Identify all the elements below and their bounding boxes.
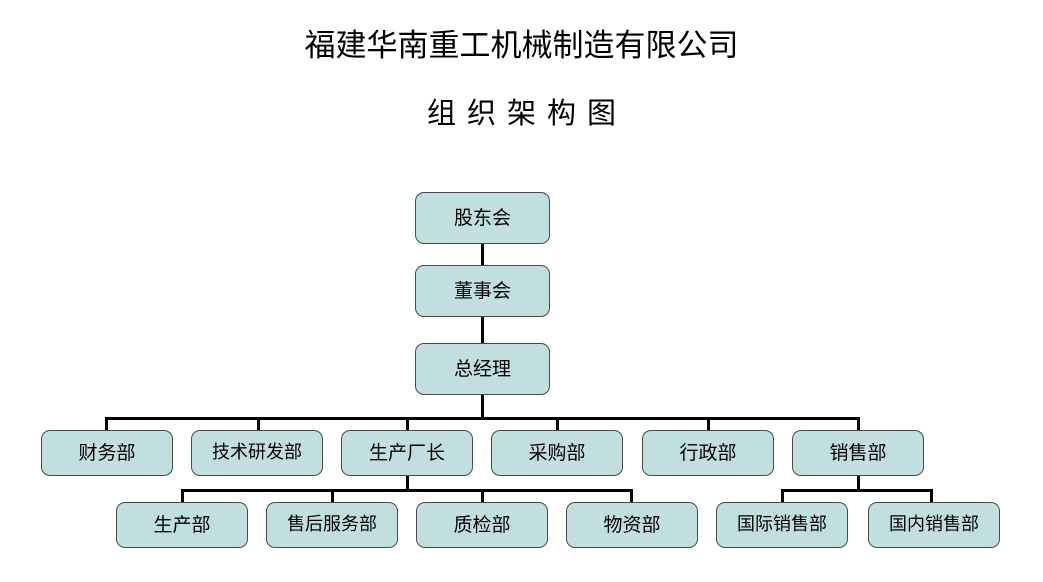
node-board[interactable]: 董事会 [415, 265, 550, 317]
connector-shareholders-board [481, 243, 484, 266]
connector-production-director-to-bus [406, 475, 409, 491]
connector-gm-to-bus [481, 394, 484, 419]
node-finance[interactable]: 财务部 [41, 430, 173, 476]
node-after-sales[interactable]: 售后服务部 [266, 502, 398, 548]
page-title: 福建华南重工机械制造有限公司 [304, 28, 739, 64]
drop-to-administration [707, 417, 710, 431]
drop-to-materials [630, 489, 633, 503]
drop-to-production [181, 489, 184, 503]
node-general-manager[interactable]: 总经理 [415, 343, 550, 395]
drop-to-intl-sales [781, 489, 784, 503]
node-rnd[interactable]: 技术研发部 [191, 430, 323, 476]
drop-to-purchasing [556, 417, 559, 431]
drop-to-finance [105, 417, 108, 431]
drop-to-after-sales [331, 489, 334, 503]
bus-production-children [181, 489, 632, 492]
node-quality[interactable]: 质检部 [416, 502, 548, 548]
node-sales[interactable]: 销售部 [792, 430, 924, 476]
bus-sales-children [781, 489, 933, 492]
connector-sales-to-bus [857, 475, 860, 491]
drop-to-sales [857, 417, 860, 431]
node-domestic-sales[interactable]: 国内销售部 [868, 502, 1000, 548]
bus-level4 [105, 417, 860, 420]
drop-to-domestic-sales [930, 489, 933, 503]
connector-board-gm [481, 316, 484, 344]
node-production-director[interactable]: 生产厂长 [341, 430, 473, 476]
node-intl-sales[interactable]: 国际销售部 [716, 502, 848, 548]
node-production[interactable]: 生产部 [116, 502, 248, 548]
node-materials[interactable]: 物资部 [566, 502, 698, 548]
node-administration[interactable]: 行政部 [642, 430, 774, 476]
node-shareholders[interactable]: 股东会 [415, 192, 550, 244]
drop-to-quality [481, 489, 484, 503]
drop-to-rnd [257, 417, 260, 431]
drop-to-production-director [406, 417, 409, 431]
node-purchasing[interactable]: 采购部 [491, 430, 623, 476]
page-subtitle: 组织架构图 [426, 96, 627, 130]
